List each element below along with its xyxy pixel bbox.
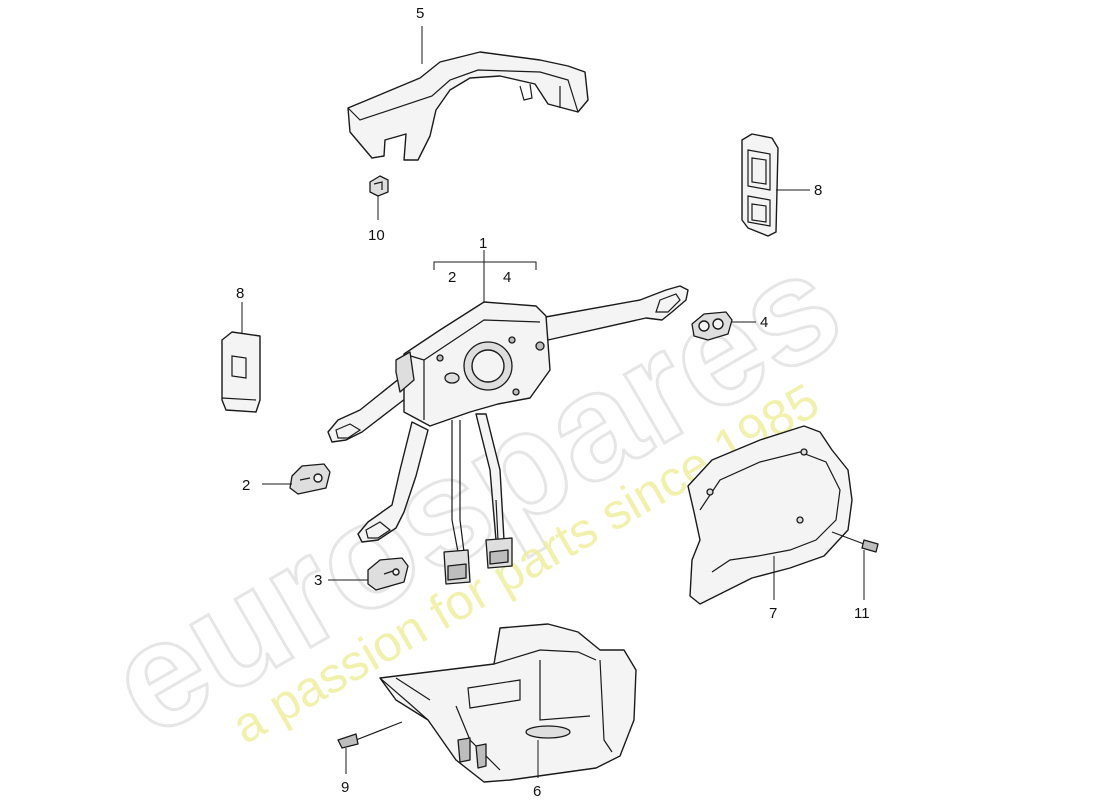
callout-10: 10 [368,227,385,244]
callout-11: 11 [854,605,870,622]
part-1-combination-switch [327,285,689,585]
part-8-right-trim [741,133,779,237]
callout-1-sub-2: 2 [448,269,456,286]
part-9-screw [337,721,403,749]
part-4-switch-cap [691,311,733,341]
callout-labels: 5 10 8 1 2 4 8 4 2 3 7 11 9 6 [236,5,870,800]
part-8-left-trim [221,331,261,413]
callout-7: 7 [769,605,777,622]
part-11-screw [831,531,879,553]
leader-lines [241,26,865,778]
part-7-trim-panel [687,425,853,605]
bracket-1 [433,261,537,270]
part-5-upper-cover [347,51,589,161]
callout-8-left: 8 [236,285,244,302]
callout-3: 3 [314,572,322,589]
callout-4: 4 [760,314,768,331]
callout-6: 6 [533,783,541,800]
part-6-lower-cover [379,623,637,783]
callout-1: 1 [479,235,487,252]
callout-2: 2 [242,477,250,494]
part-3-switch-cap [367,557,409,591]
part-2-switch-cap [289,463,331,495]
callout-8-right: 8 [814,182,822,199]
callout-9: 9 [341,779,349,796]
callout-5: 5 [416,5,424,22]
callout-1-sub-4: 4 [503,269,511,286]
part-10-clip [369,175,389,197]
